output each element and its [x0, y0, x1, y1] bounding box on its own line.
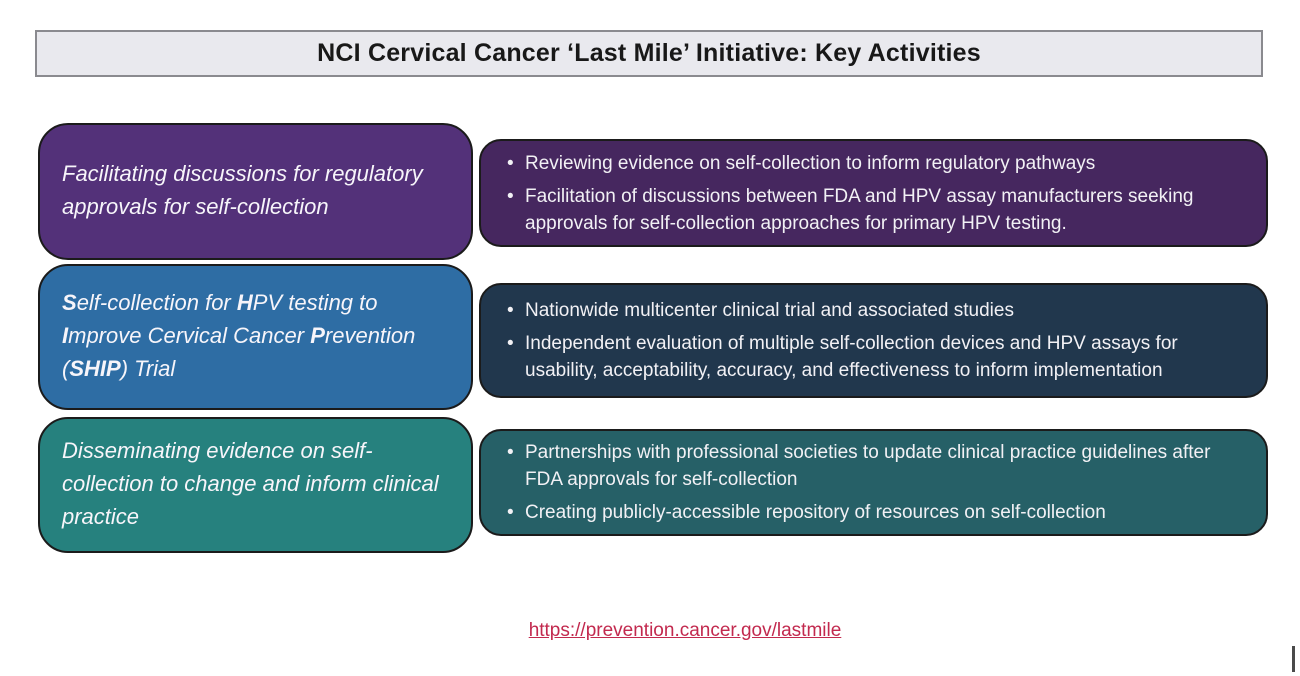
label-segment: revention (: [62, 322, 416, 381]
bold-acronym: SHIP: [69, 355, 121, 381]
list-item: • Nationwide multicenter clinical trial …: [507, 297, 1252, 324]
cursor-artifact: [1292, 646, 1295, 672]
activity-label-regulatory-approvals: Facilitating discussions for regulatory …: [62, 160, 423, 219]
list-item: • Partnerships with professional societi…: [507, 439, 1252, 493]
footer: https://prevention.cancer.gov/lastmile: [70, 620, 1300, 642]
bullet-icon: •: [507, 442, 514, 463]
bullet-icon: •: [507, 185, 514, 207]
bullet-text: Reviewing evidence on self-collection to…: [525, 152, 1096, 174]
list-item: • Independent evaluation of multiple sel…: [507, 330, 1252, 384]
list-item: • Creating publicly-accessible repositor…: [507, 499, 1252, 526]
activity-box-ship-trial: Self-collection for HPV testing to Impro…: [38, 264, 473, 410]
activity-label-ship-trial: Self-collection for HPV testing to Impro…: [62, 286, 445, 385]
bullet-text: Facilitation of discussions between FDA …: [525, 185, 1194, 234]
bullet-icon: •: [507, 152, 514, 174]
bold-letter: S: [62, 289, 77, 315]
list-item: • Facilitation of discussions between FD…: [507, 183, 1252, 237]
activity-box-disseminating-evidence: Disseminating evidence on self-collectio…: [38, 417, 473, 553]
slide-title: NCI Cervical Cancer ‘Last Mile’ Initiati…: [317, 39, 981, 67]
bullet-text: Partnerships with professional societies…: [525, 442, 1211, 490]
bold-letter: H: [236, 289, 253, 315]
label-segment: ) Trial: [120, 355, 176, 381]
detail-box-regulatory-approvals: • Reviewing evidence on self-collection …: [479, 139, 1268, 247]
bullet-icon: •: [507, 502, 514, 523]
detail-box-disseminating-evidence: • Partnerships with professional societi…: [479, 429, 1268, 536]
detail-box-ship-trial: • Nationwide multicenter clinical trial …: [479, 283, 1268, 398]
label-segment: elf-collection for: [76, 289, 237, 315]
bullet-icon: •: [507, 300, 514, 321]
slide-title-bar: NCI Cervical Cancer ‘Last Mile’ Initiati…: [35, 30, 1263, 77]
list-item: • Reviewing evidence on self-collection …: [507, 150, 1252, 177]
activity-label-disseminating-evidence: Disseminating evidence on self-collectio…: [62, 437, 439, 529]
lastmile-link[interactable]: https://prevention.cancer.gov/lastmile: [528, 620, 842, 641]
bullet-text: Independent evaluation of multiple self-…: [525, 333, 1178, 381]
activity-box-regulatory-approvals: Facilitating discussions for regulatory …: [38, 123, 473, 260]
bullet-icon: •: [507, 333, 514, 354]
bullet-text: Nationwide multicenter clinical trial an…: [525, 300, 1014, 321]
label-segment: mprove Cervical Cancer: [68, 322, 311, 348]
bold-letter: P: [310, 322, 325, 348]
label-segment: PV testing to: [252, 289, 378, 315]
bold-letter: I: [62, 322, 69, 348]
bullet-text: Creating publicly-accessible repository …: [525, 502, 1106, 523]
